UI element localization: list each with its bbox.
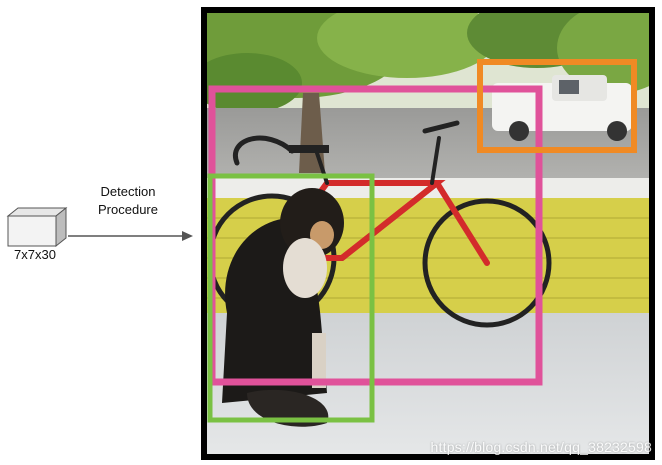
watermark: https://blog.csdn.net/qq_38232598 <box>430 439 652 455</box>
car-shape <box>492 75 632 141</box>
detection-image <box>201 7 655 460</box>
procedure-label-line2: Procedure <box>98 202 158 217</box>
street-scene-photo <box>207 13 649 454</box>
procedure-label: Detection Procedure <box>88 183 168 219</box>
car-bounding-box <box>477 59 637 153</box>
arrow-right-icon <box>68 231 193 241</box>
procedure-label-line1: Detection <box>100 184 156 199</box>
dog-shape <box>222 188 344 427</box>
tensor-label: 7x7x30 <box>14 247 56 262</box>
tensor-3d-icon <box>6 206 68 248</box>
tree-foliage <box>207 13 649 113</box>
dog-bounding-box <box>207 173 375 423</box>
